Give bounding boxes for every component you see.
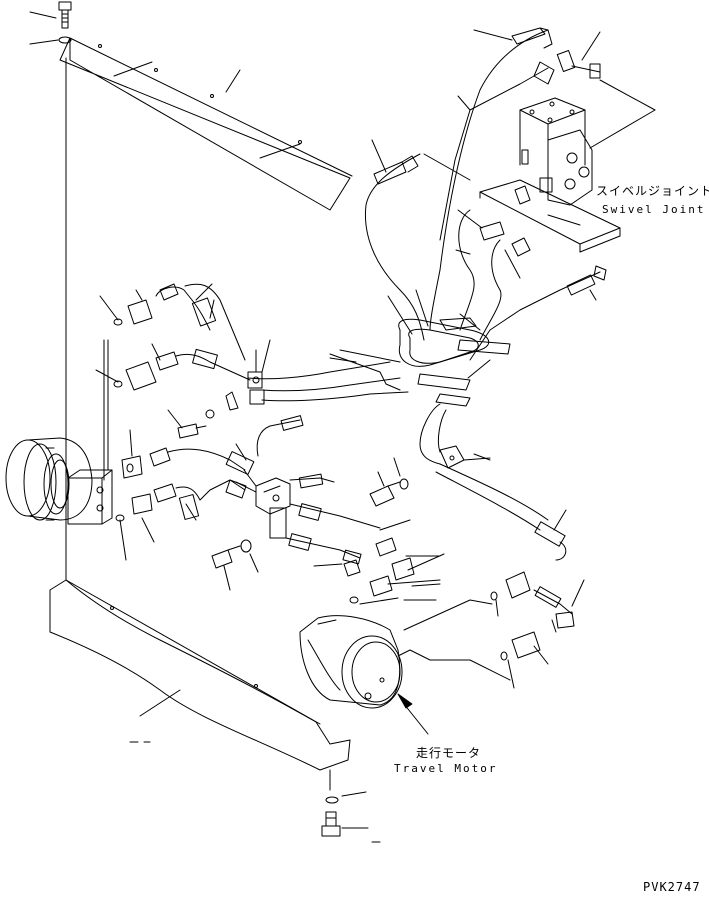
travel-motor bbox=[300, 600, 510, 708]
left-fittings bbox=[114, 284, 303, 542]
right-hose-lower bbox=[420, 404, 566, 560]
bottom-washer bbox=[326, 797, 338, 803]
swivel-hoses bbox=[430, 28, 600, 340]
travel-motor-arrow bbox=[398, 694, 412, 708]
hose-upper-left bbox=[365, 140, 470, 340]
leader-lines bbox=[96, 296, 490, 600]
centre-fittings bbox=[314, 520, 444, 604]
drawing-code: PVK2747 bbox=[643, 880, 701, 894]
travel-motor-label-jp: 走行モータ bbox=[416, 746, 482, 760]
swivel-joint-label-en: Swivel Joint bbox=[602, 203, 706, 216]
travel-motor-label-en: Travel Motor bbox=[394, 762, 498, 775]
lower-frame-cover bbox=[50, 580, 350, 790]
central-tubes bbox=[248, 340, 408, 404]
junction-block bbox=[236, 470, 380, 564]
left-travel-motor bbox=[6, 438, 112, 524]
centre-bolts bbox=[212, 458, 408, 590]
bottom-bolt bbox=[322, 812, 340, 836]
swivel-joint-label-jp: スイベルジョイント bbox=[596, 184, 709, 198]
right-fittings bbox=[491, 572, 584, 688]
upper-frame-cover bbox=[60, 38, 352, 580]
top-washer bbox=[59, 37, 71, 43]
hose-clamp-bundle bbox=[330, 290, 510, 406]
swivel-joint bbox=[480, 80, 655, 252]
top-bolt bbox=[59, 2, 71, 28]
hose-right-upper bbox=[470, 266, 606, 360]
